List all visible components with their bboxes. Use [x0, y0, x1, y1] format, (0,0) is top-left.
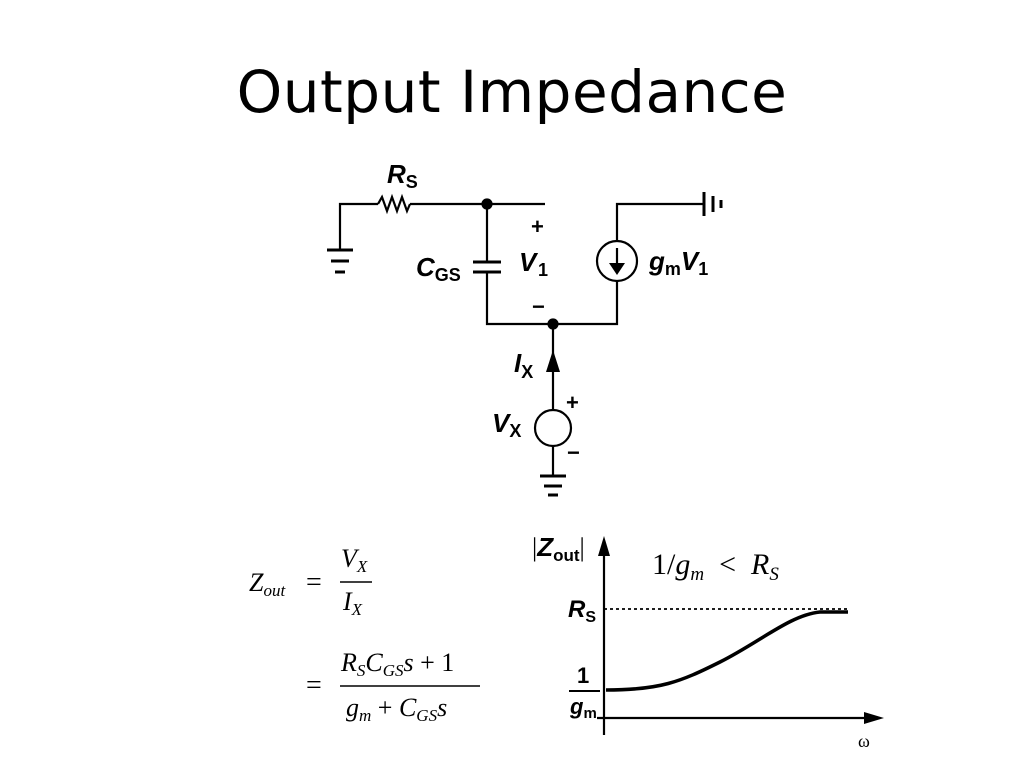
plot-level-rs: RS: [568, 596, 596, 626]
voltage-source-vx: [533, 408, 573, 448]
eq1-numerator: VX: [341, 544, 368, 576]
plot-condition: 1/gm < RS: [652, 548, 779, 585]
ground-left-icon: [327, 248, 353, 274]
wire-cap-bottom: [485, 272, 619, 326]
eq-lhs: Zout: [249, 568, 286, 600]
label-v1: V: [519, 247, 539, 277]
label-v1-sub: 1: [538, 260, 548, 280]
capacitor-cgs: [473, 260, 501, 274]
plot-ylabel: |Zout|: [532, 532, 585, 565]
eq2-denominator: gm + CGSs: [346, 693, 447, 725]
label-vx: VX: [492, 408, 521, 441]
ground-right-icon: [702, 192, 723, 216]
eq-equals-1: =: [306, 567, 322, 598]
impedance-plot: |Zout| 1/gm < RS RS 1 gm ω: [532, 532, 884, 751]
wire-left-ground: [338, 202, 378, 250]
arrow-down-icon: [609, 248, 625, 275]
label-plus-vx: +: [566, 390, 579, 415]
current-source: [595, 239, 639, 283]
label-rs: RS: [387, 159, 418, 192]
label-minus-v1: −: [532, 294, 545, 319]
arrow-up-icon: [546, 350, 560, 372]
label-plus-v1: +: [531, 214, 544, 239]
y-axis-arrow-icon: [598, 536, 610, 556]
label-minus-vx: −: [567, 440, 580, 465]
label-cgs: CGS: [416, 252, 461, 285]
ground-bottom-icon: [540, 474, 566, 497]
eq-equals-2: =: [306, 670, 322, 701]
eq1-denominator: IX: [342, 587, 363, 619]
circuit-schematic: [327, 192, 723, 497]
wire-current-top: [615, 202, 704, 240]
plot-level-low-den: gm: [569, 694, 597, 722]
zout-curve: [605, 610, 848, 692]
x-axis-arrow-icon: [864, 712, 884, 724]
resistor-rs: [377, 193, 412, 215]
slide-title: Output Impedance: [236, 58, 788, 126]
label-ix: IX: [514, 348, 533, 382]
plot-level-low-num: 1: [577, 663, 589, 688]
plot-xlabel: ω: [858, 731, 870, 751]
label-gmv1: gmV1: [648, 246, 708, 279]
eq2-numerator: RSCGSs + 1: [340, 648, 454, 680]
equations: Zout = VX IX = RSCGSs + 1 gm + CGSs: [249, 544, 480, 725]
